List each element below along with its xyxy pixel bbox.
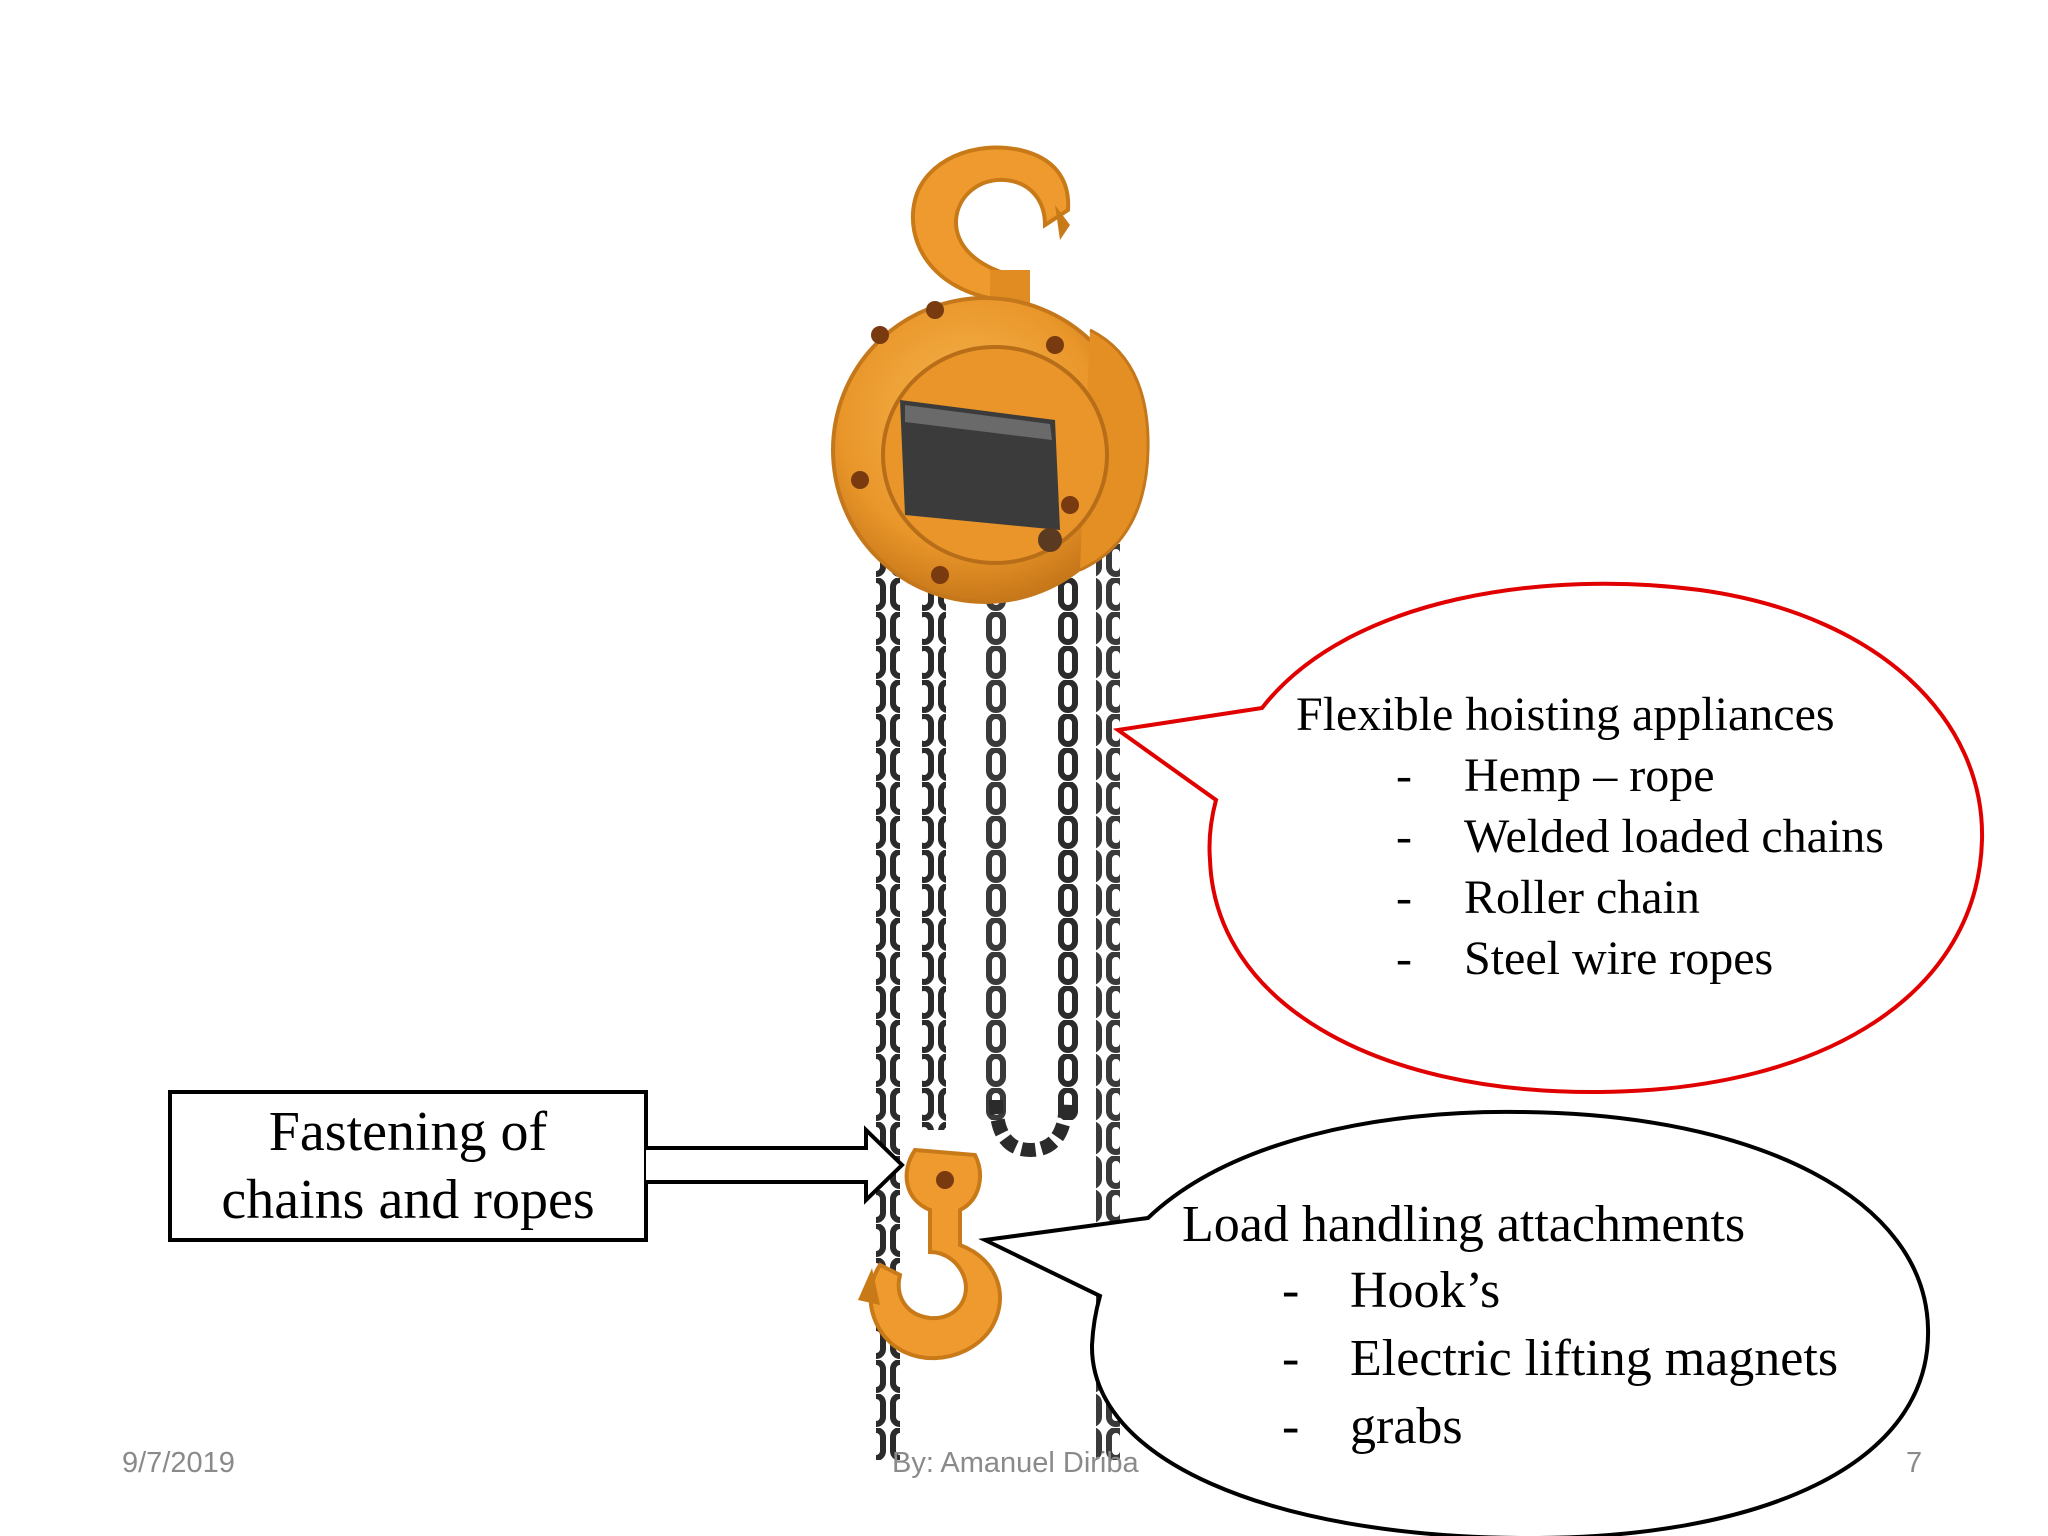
fastening-arrow xyxy=(646,1125,905,1205)
load-callout-list: -Hook’s -Electric lifting magnets -grabs xyxy=(1282,1257,1838,1461)
top-hook xyxy=(910,145,1071,303)
list-item: -Electric lifting magnets xyxy=(1282,1325,1838,1393)
bullet-dash: - xyxy=(1396,749,1412,802)
bullet-dash: - xyxy=(1396,932,1412,985)
chain-hoist-image xyxy=(831,145,1150,1460)
flexible-callout: Flexible hoisting appliances -Hemp – rop… xyxy=(1296,685,1884,989)
flexible-callout-bubble xyxy=(1112,581,1985,1095)
bullet-dash: - xyxy=(1396,871,1412,924)
footer-date: 9/7/2019 xyxy=(122,1447,235,1479)
list-item: -Hook’s xyxy=(1282,1257,1838,1325)
fastening-line-2: chains and ropes xyxy=(221,1169,595,1231)
footer-author: By: Amanuel Diriba xyxy=(892,1447,1139,1479)
fastening-box: Fastening of chains and ropes xyxy=(172,1094,644,1238)
flexible-callout-title: Flexible hoisting appliances xyxy=(1296,688,1835,741)
load-callout-title: Load handling attachments xyxy=(1182,1196,1746,1253)
footer-page-number: 7 xyxy=(1906,1447,1923,1479)
fastening-line-1: Fastening of xyxy=(268,1101,548,1163)
list-item: -Roller chain xyxy=(1396,867,1884,928)
bullet-dash: - xyxy=(1282,1330,1300,1387)
list-item: -Welded loaded chains xyxy=(1396,806,1884,867)
bullet-dash: - xyxy=(1282,1262,1300,1319)
list-item: -Steel wire ropes xyxy=(1396,928,1884,989)
bullet-dash: - xyxy=(1282,1398,1300,1455)
flexible-callout-list: -Hemp – rope -Welded loaded chains -Roll… xyxy=(1396,745,1884,989)
list-item: -Hemp – rope xyxy=(1396,745,1884,806)
bottom-hook xyxy=(868,1147,1002,1361)
fastening-box-frame xyxy=(168,1090,648,1242)
load-callout: Load handling attachments -Hook’s -Elect… xyxy=(1182,1193,1838,1461)
load-callout-bubble xyxy=(978,1109,1931,1536)
bullet-dash: - xyxy=(1396,810,1412,863)
list-item: -grabs xyxy=(1282,1393,1838,1461)
